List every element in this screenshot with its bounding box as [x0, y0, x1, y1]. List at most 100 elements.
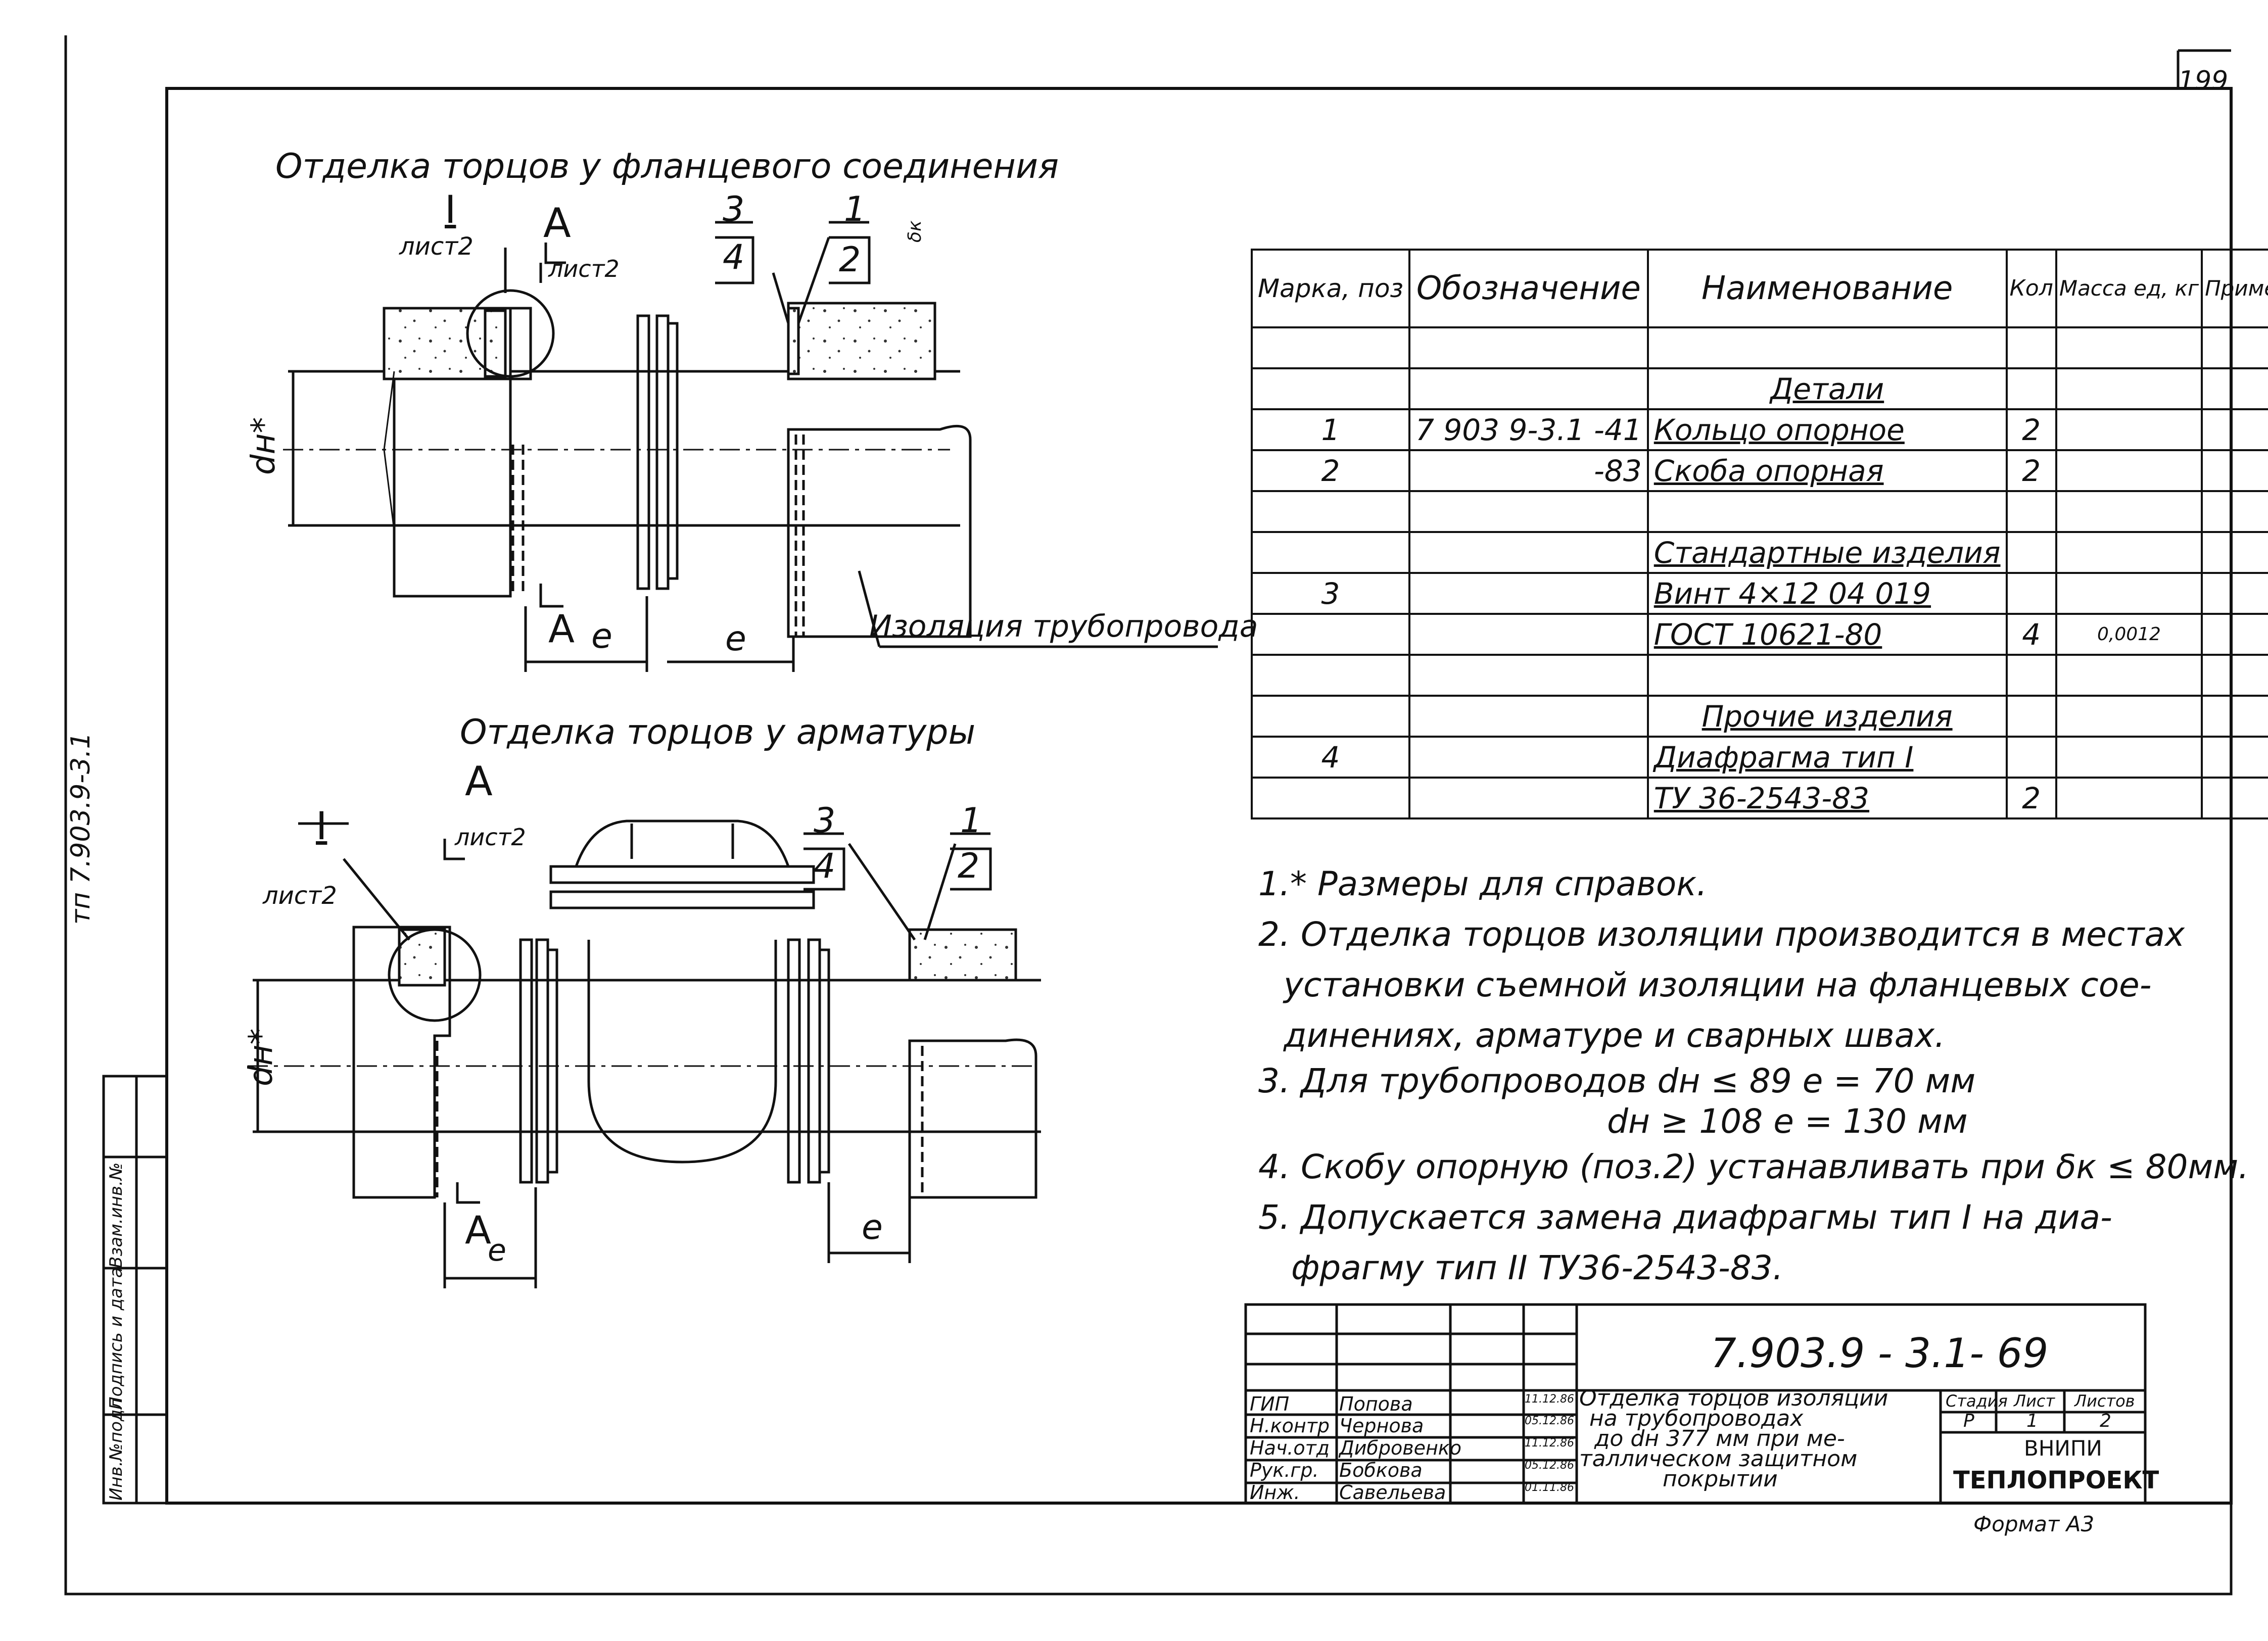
spec-row [1250, 654, 2268, 697]
note-line: установки съемной изоляции на фланцевых … [1284, 966, 2152, 1004]
spec-cell-pos [1250, 777, 1411, 819]
spec-cell-note [2201, 695, 2268, 738]
note-line: 4. Скобу опорную (поз.2) устанавливать п… [1258, 1147, 2249, 1186]
view2-dim-e1: e [488, 1233, 506, 1268]
stage-value: Р [1963, 1411, 1974, 1431]
spec-cell-mass [2055, 531, 2203, 574]
view1-dim-dn: dн* [245, 417, 282, 475]
spec-cell-qty [2005, 531, 2057, 574]
spec-row: Детали [1250, 367, 2268, 410]
spec-cell-qty [2005, 367, 2057, 410]
view1-dim-e1: e [591, 616, 612, 656]
spec-cell-note [2201, 613, 2268, 656]
spec-cell-code [1408, 326, 1649, 369]
title-block-date: 11.12.86 [1525, 1393, 1574, 1406]
spec-header-code: Обозначение [1408, 249, 1649, 328]
spec-cell-mass: 0,0012 [2055, 613, 2203, 656]
spec-header-row: Марка, поз Обозначение Наименование Кол … [1250, 249, 2268, 328]
view1-drawing [283, 221, 1218, 672]
spec-cell-qty: 2 [2005, 777, 2057, 819]
spec-header-pos: Марка, поз [1250, 249, 1411, 328]
doc-description-3: до dн 377 мм при ме- [1594, 1426, 1845, 1452]
spec-header-note: Примеч [2201, 249, 2268, 328]
spec-cell-pos [1250, 695, 1411, 738]
spec-row: Стандартные изделия [1250, 531, 2268, 574]
spec-cell-code [1408, 654, 1649, 697]
format-label: Формат А3 [1973, 1512, 2095, 1536]
spec-cell-mass [2055, 572, 2203, 615]
view1-dim-e2: e [725, 619, 746, 659]
view1-title: Отделка торцов у фланцевого соединения [275, 147, 1059, 186]
view1-section-A-sheet: лист2 [548, 255, 620, 282]
spec-cell-code [1408, 531, 1649, 574]
view1-pos3: 3 [723, 189, 745, 229]
spec-header-mass: Масса ед, кг [2055, 249, 2203, 328]
spec-cell-code [1408, 736, 1649, 779]
spec-cell-qty: 4 [2005, 613, 2057, 656]
spec-cell-qty [2005, 695, 2057, 738]
title-block-date: 05.12.86 [1525, 1415, 1574, 1427]
title-block-role: ГИП [1250, 1393, 1290, 1415]
org-name-1: ВНИПИ [2024, 1436, 2102, 1461]
spec-header-name: Наименование [1646, 249, 2008, 328]
spec-row: 3 Винт 4×12 04 019 [1250, 572, 2268, 615]
spec-cell-mass [2055, 326, 2203, 369]
spec-cell-pos [1250, 531, 1411, 574]
spec-cell-code [1408, 490, 1649, 533]
side-label-sign-date: Подпись и дата [106, 1267, 126, 1410]
spec-cell-pos [1250, 367, 1411, 410]
spec-cell-note [2201, 449, 2268, 492]
note-line: 1.* Размеры для справок. [1258, 864, 1708, 903]
spec-cell-name: Детали [1646, 367, 2008, 410]
title-block-name: Попова [1339, 1393, 1413, 1415]
sheet-header: Лист [2014, 1391, 2055, 1411]
spec-cell-pos [1250, 326, 1411, 369]
title-block-grid [1244, 1303, 2147, 1505]
spec-cell-note [2201, 654, 2268, 697]
spec-cell-name: Винт 4×12 04 019 [1646, 572, 2008, 615]
spec-cell-qty [2005, 736, 2057, 779]
spec-cell-name: ТУ 36-2543-83 [1646, 777, 2008, 819]
view1-pos1: 1 [844, 189, 866, 229]
sheets-header: Листов [2074, 1391, 2135, 1411]
title-block-role: Рук.гр. [1250, 1459, 1319, 1481]
view2-dim-e2: e [862, 1208, 883, 1247]
spec-cell-pos [1250, 654, 1411, 697]
spec-cell-mass [2055, 736, 2203, 779]
view2-callout-I-sheet: лист2 [263, 882, 337, 910]
spec-cell-qty [2005, 326, 2057, 369]
spec-cell-qty [2005, 654, 2057, 697]
title-block-date: 01.11.86 [1525, 1481, 1574, 1494]
spec-header-qty: Кол [2005, 249, 2057, 328]
note-line: фрагму тип II ТУ36-2543-83. [1291, 1248, 1783, 1287]
view2-pos3: 3 [814, 801, 836, 841]
spec-cell-note [2201, 531, 2268, 574]
doc-description-2: на трубопроводах [1589, 1406, 1804, 1431]
spec-cell-pos: 3 [1250, 572, 1411, 615]
spec-cell-qty: 2 [2005, 449, 2057, 492]
title-block-name: Бобкова [1339, 1459, 1423, 1481]
spec-cell-pos: 2 [1250, 449, 1411, 492]
title-block-role: Нач.отд [1250, 1437, 1330, 1459]
doc-description-4: таллическом защитном [1579, 1446, 1858, 1472]
side-label-replace-inv: Взам.инв.№ [106, 1162, 126, 1268]
doc-description-5: покрытии [1663, 1466, 1778, 1492]
spec-cell-mass [2055, 408, 2203, 451]
spec-cell-note [2201, 777, 2268, 819]
spec-cell-name: Прочие изделия [1646, 695, 2008, 738]
title-block: 7.903.9 - 3.1- 69 Отделка торцов изоляци… [1246, 1305, 2159, 1536]
spec-cell-code [1408, 613, 1649, 656]
spec-cell-code [1408, 695, 1649, 738]
spec-cell-pos: 4 [1250, 736, 1411, 779]
spec-cell-mass [2055, 695, 2203, 738]
spec-cell-mass [2055, 367, 2203, 410]
view2-pos4: 4 [814, 846, 836, 886]
spec-cell-qty [2005, 490, 2057, 533]
spec-cell-code: -83 [1408, 449, 1649, 492]
title-block-name: Савельева [1339, 1481, 1446, 1504]
view2-pos2: 2 [958, 846, 980, 886]
spec-cell-pos [1250, 490, 1411, 533]
note-line: dн ≥ 108 e = 130 мм [1607, 1102, 1968, 1141]
